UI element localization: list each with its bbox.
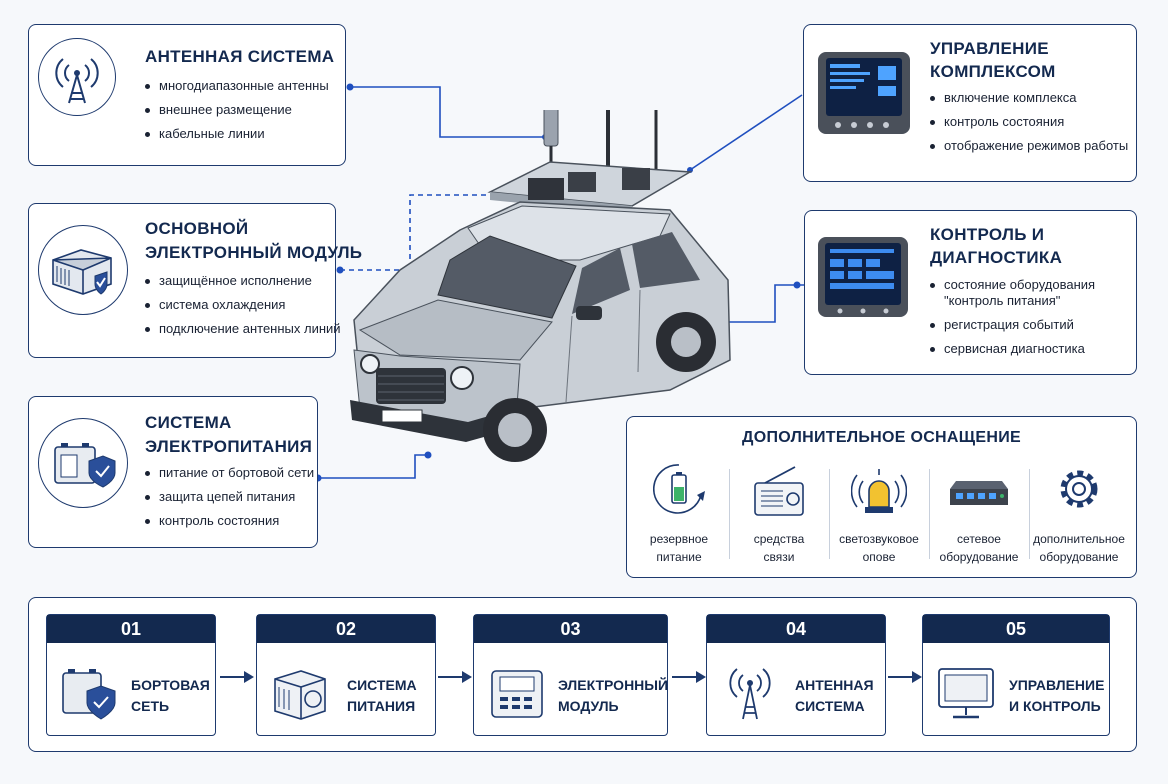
- antenna-icon: [729, 668, 771, 720]
- divider: [829, 469, 830, 559]
- divider: [1029, 469, 1030, 559]
- list-item: система охлаждения: [145, 297, 341, 313]
- divider: [929, 469, 930, 559]
- monitor-icon: [938, 668, 994, 719]
- flow-step-02: 02 Системапитания: [256, 614, 436, 736]
- beacon-icon: [850, 469, 908, 513]
- list-item: сервисная диагностика: [930, 341, 1130, 357]
- step-number: 02: [257, 615, 435, 643]
- arrow-icon: [438, 671, 472, 683]
- battery-shield-icon: [62, 669, 116, 720]
- switch-icon: [950, 481, 1008, 505]
- battery-shield-icon: [54, 443, 116, 488]
- step-number: 01: [47, 615, 215, 643]
- antenna-icon-circle: [38, 38, 116, 116]
- list-item: внешнее размещение: [145, 102, 329, 118]
- battery-icon: [652, 464, 705, 514]
- radio-icon: [754, 466, 804, 516]
- power-unit-icon: [274, 670, 326, 720]
- antenna-items: многодиапазонные антенны внешнее размеще…: [145, 78, 329, 150]
- diag-items: состояние оборудования "контроль питания…: [930, 277, 1130, 365]
- step-label: Управлениеи контроль: [1009, 677, 1105, 714]
- module-icon: [491, 670, 543, 718]
- module-icon-circle: [38, 225, 128, 315]
- step-number: 05: [923, 615, 1109, 643]
- control-terminal-icon: [818, 52, 910, 134]
- step-number: 04: [707, 615, 885, 643]
- module-items: защищённое исполнение система охлаждения…: [145, 273, 341, 345]
- list-item: кабельные линии: [145, 126, 329, 142]
- power-title-2: электропитания: [145, 437, 313, 456]
- extra-title: ДОПОЛНИТЕЛЬНОЕ ОСНАЩЕНИЕ: [742, 429, 1021, 446]
- power-title-1: Система: [145, 413, 232, 432]
- control-title-1: Управление: [930, 39, 1049, 58]
- step-label: Антеннаясистема: [795, 677, 874, 714]
- antenna-title: Антенная система: [145, 47, 335, 66]
- vehicle-illustration: [350, 110, 731, 462]
- list-item: контроль состояния: [145, 513, 314, 529]
- step-label: Бортоваясеть: [131, 677, 210, 714]
- list-item: защита цепей питания: [145, 489, 314, 505]
- control-title-2: комплексом: [930, 62, 1056, 81]
- step-label: Электронныймодуль: [558, 677, 669, 714]
- arrow-icon: [888, 671, 922, 683]
- diag-title-2: диагностика: [930, 248, 1063, 267]
- flow-step-03: 03 Электронныймодуль: [473, 614, 668, 736]
- diag-title-1: Контроль и: [930, 225, 1045, 244]
- list-item: многодиапазонные антенны: [145, 78, 329, 94]
- flow-step-04: 04 Антеннаясистема: [706, 614, 886, 736]
- arrow-icon: [220, 671, 254, 683]
- flow-step-01: 01 Бортоваясеть: [46, 614, 216, 736]
- list-item: отображение режимов работы: [930, 138, 1130, 154]
- step-number: 03: [474, 615, 667, 643]
- flow-step-05: 05 Управлениеи контроль: [922, 614, 1110, 736]
- list-item: включение комплекса: [930, 90, 1130, 106]
- antenna-icon: [55, 58, 99, 104]
- diagnostics-terminal-icon: [818, 237, 908, 317]
- list-item: питание от бортовой сети: [145, 465, 314, 481]
- list-item: контроль состояния: [930, 114, 1130, 130]
- list-item: регистрация событий: [930, 317, 1130, 333]
- control-items: включение комплекса контроль состояния о…: [930, 90, 1130, 162]
- list-item: подключение антенных линий: [145, 321, 341, 337]
- gear-icon: [1060, 470, 1098, 508]
- divider: [729, 469, 730, 559]
- module-title-1: Основной: [145, 219, 249, 238]
- step-label: Системапитания: [347, 677, 417, 714]
- list-item: состояние оборудования "контроль питания…: [930, 277, 1130, 309]
- arrow-icon: [672, 671, 706, 683]
- power-items: питание от бортовой сети защита цепей пи…: [145, 465, 314, 537]
- power-icon-circle: [38, 418, 128, 508]
- module-title-2: электронный модуль: [145, 243, 363, 262]
- electronic-module-icon: [52, 249, 112, 295]
- list-item: защищённое исполнение: [145, 273, 341, 289]
